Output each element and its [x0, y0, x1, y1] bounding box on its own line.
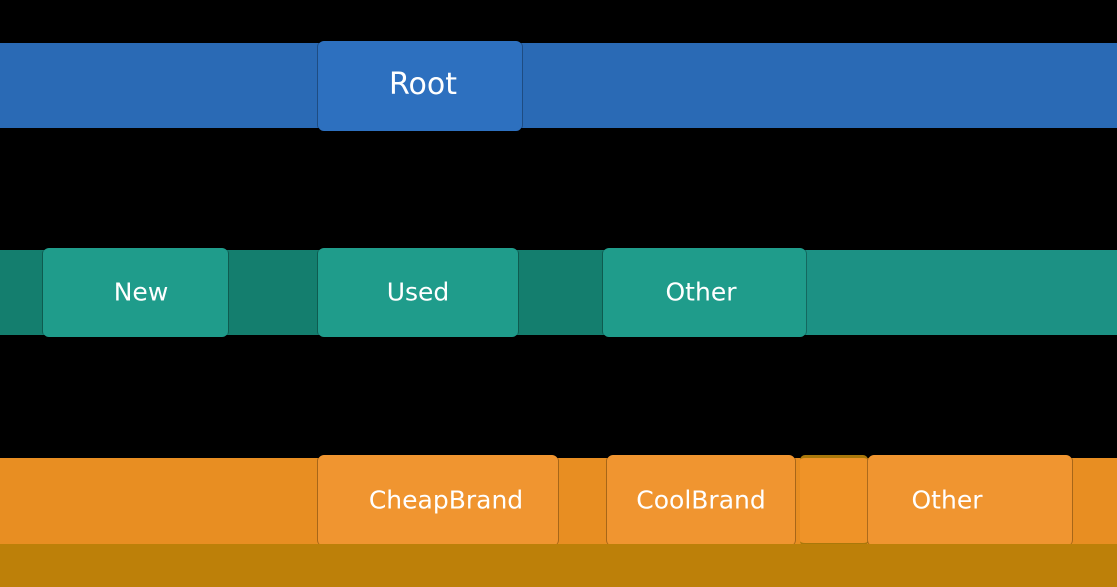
level-1-unlabeled-node-1[interactable] [228, 250, 318, 335]
node-card-root-level0[interactable]: Root [318, 41, 522, 131]
node-label: Root [389, 66, 457, 102]
level-1-unlabeled-node-0[interactable] [0, 250, 43, 335]
node-label: Other [911, 485, 983, 514]
level-3-clipped-band [0, 544, 1117, 587]
node-label: Other [665, 277, 737, 306]
level-2-unlabeled-node-0[interactable] [800, 455, 868, 546]
node-card-new-level1[interactable]: New [43, 248, 228, 337]
level-1-unlabeled-node-2[interactable] [518, 250, 603, 335]
level-0-bar [0, 43, 1117, 128]
node-label: Used [386, 277, 450, 306]
node-card-other-level2[interactable]: Other [868, 455, 1072, 546]
node-card-coolbrand-level2[interactable]: CoolBrand [607, 455, 795, 546]
node-card-cheapbrand-level2[interactable]: CheapBrand [318, 455, 558, 546]
node-label: CoolBrand [636, 485, 766, 514]
node-card-other-level1[interactable]: Other [603, 248, 806, 337]
node-label: New [113, 277, 169, 306]
node-card-used-level1[interactable]: Used [318, 248, 518, 337]
node-label: CheapBrand [368, 485, 524, 514]
